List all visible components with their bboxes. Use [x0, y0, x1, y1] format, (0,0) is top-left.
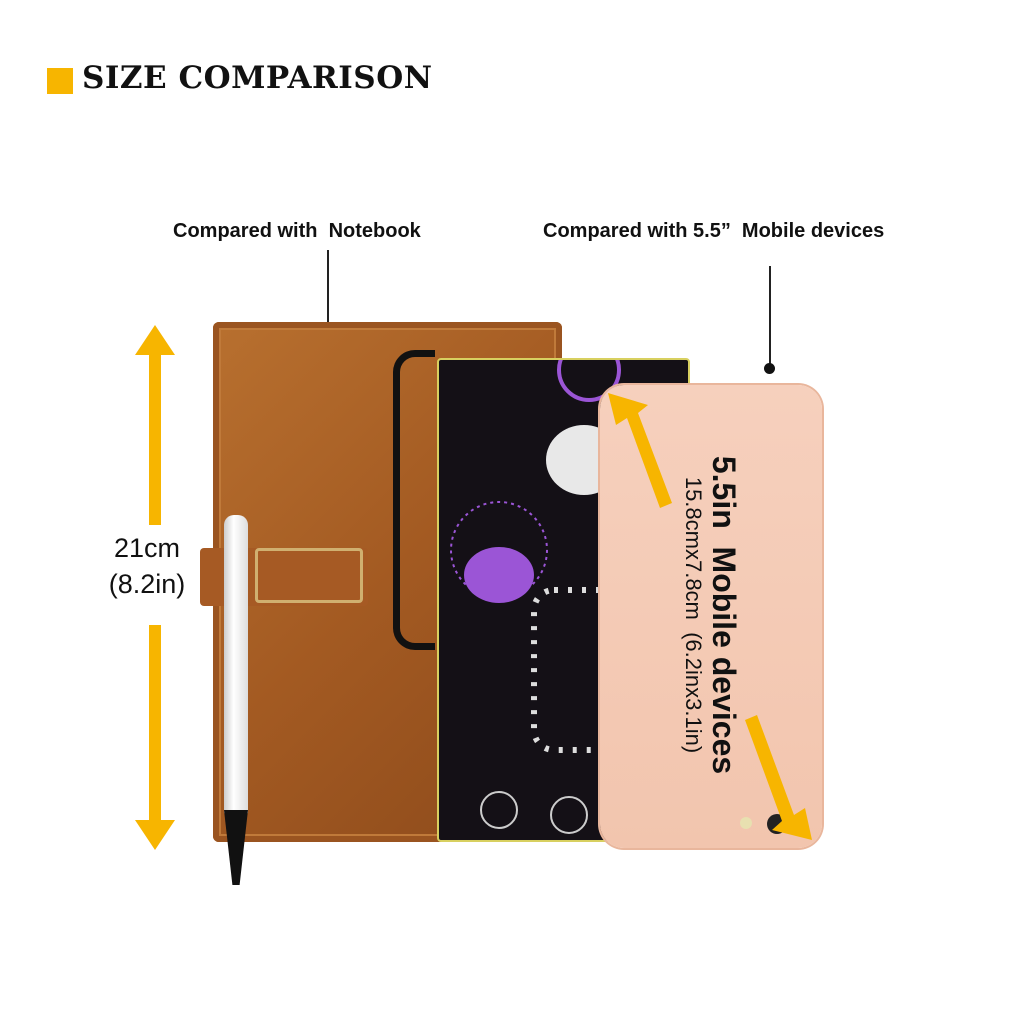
phone-dimensions: 15.8cmx7.8cm (6.2inx3.1in) [681, 476, 706, 754]
pen-tip [224, 810, 248, 885]
mobile-label: Compared with 5.5” Mobile devices [543, 220, 885, 242]
notebook-leader-line [327, 250, 329, 350]
mobile-leader-line [769, 266, 771, 366]
page-title: SIZE COMPARISON [82, 60, 433, 96]
phone-spec-text: 5.5in Mobile devices 15.8cmx7.8cm (6.2in… [680, 456, 742, 774]
notebook-label: Compared with Notebook [173, 220, 421, 242]
wallet-strap [393, 350, 435, 650]
height-arrow-icon [135, 325, 175, 850]
title-bullet-icon [47, 68, 73, 94]
phone-diagonal-arrows-icon [608, 393, 812, 840]
phone-size-title: 5.5in Mobile devices [706, 455, 742, 775]
mobile-leader-dot [764, 363, 775, 374]
height-inch: (8.2in) [108, 569, 186, 599]
pen-image [224, 515, 248, 815]
phone-image [600, 385, 822, 848]
phone-flash [740, 817, 752, 829]
height-cm: 21cm [113, 533, 181, 563]
notebook-buckle [255, 548, 363, 603]
